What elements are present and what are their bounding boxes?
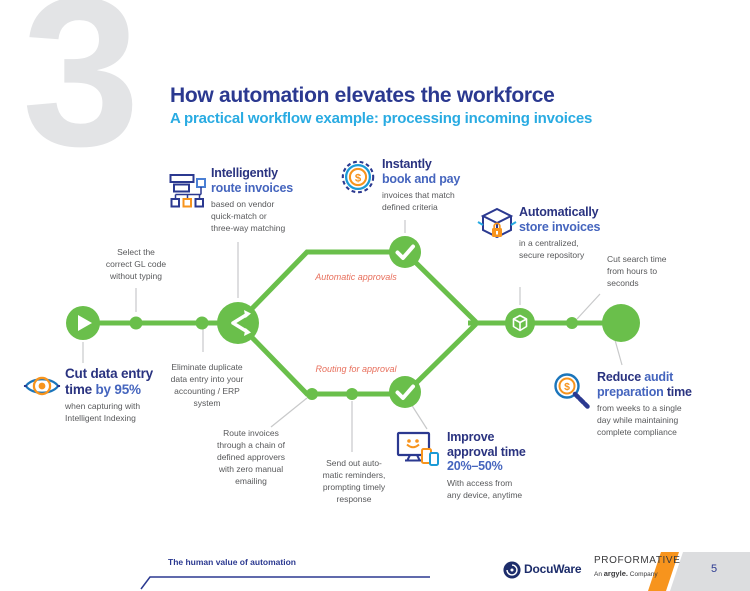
note-search-time: Cut search time from hours to seconds [607,254,667,289]
branch-node [217,302,259,344]
callout-heading-accent: route invoices [211,180,293,195]
secure-box-icon [477,206,517,246]
heading-part: time [65,381,96,397]
callout-improve-approval: Improve approval time 20%–50% With acces… [447,430,557,501]
callout-heading: Automatically [519,205,599,219]
step-dot [306,388,318,400]
note-approver-chain: Route invoices through a chain of define… [216,428,286,487]
magnifier-dollar-icon: $ [551,372,593,414]
callout-body: from weeks to a single day while maintai… [597,403,682,438]
callout-reduce-audit: Reduce audit preparation time from weeks… [597,370,737,438]
devices-icon [396,430,440,472]
callout-body: based on vendor quick-match or three-way… [211,199,286,234]
split-icon [231,310,251,336]
callout-heading-line2: time by 95% [65,382,190,398]
footer-rule [140,576,430,590]
heading-part: time [666,384,692,399]
chapter-number: 3 [22,0,140,190]
callout-heading-accent: book and pay [382,171,461,186]
step-dot [129,316,143,330]
callout-route-invoices: Intelligently route invoices based on ve… [211,166,326,234]
eye-icon [22,367,62,405]
callout-heading-accent: store invoices [519,219,601,234]
callout-body: when capturing with Intelligent Indexing [65,401,141,424]
callout-heading-accent: 20%–50% [447,459,503,473]
page-title: How automation elevates the workforce [170,84,555,107]
path-label-routing: Routing for approval [315,364,397,374]
approve-node-bottom [389,376,421,408]
flow-nodes [66,236,640,408]
docuware-logo-icon [503,561,521,579]
callout-heading-line2: approval time [447,444,526,459]
callout-body: invoices that match defined criteria [382,190,455,213]
callout-heading: Instantly [382,157,432,171]
heading-part: Reduce [597,370,645,384]
accent-stripe [648,552,679,591]
callout-body: With access from any device, anytime [447,477,523,500]
subline-suffix: Company [627,571,658,578]
note-gl-code: Select the correct GL code without typin… [105,247,167,282]
heading-part-accent: by 95% [95,381,142,397]
org-chart-icon [167,170,207,210]
page-subtitle: A practical workflow example: processing… [170,110,593,127]
dollar-glyph: $ [355,172,362,184]
proformative-subline: An argyle. Company [594,569,658,578]
step-dot [566,317,578,329]
path-label-automatic: Automatic approvals [315,272,397,282]
play-icon [78,315,92,331]
heading-part-accent: audit [644,370,674,384]
callout-heading: Cut data entry [65,366,153,381]
approve-node-top [389,236,421,268]
coin-dollar-icon: $ [339,158,377,196]
callout-body: in a centralized, secure repository [519,238,585,261]
page-number-tab [670,552,750,591]
step-dot [195,316,209,330]
step-dot [346,388,358,400]
heading-part-accent: preparation [597,384,667,399]
footer-tagline: The human value of automation [168,557,296,567]
callout-book-and-pay: Instantly book and pay invoices that mat… [382,157,492,213]
callout-heading: Intelligently [211,166,278,180]
callout-heading-line2: preparation time [597,385,737,400]
docuware-wordmark: DocuWare [524,562,582,576]
check-icon [395,384,415,400]
page-number: 5 [710,563,718,575]
callout-store-invoices: Automatically store invoices in a centra… [519,205,644,261]
subline-prefix: An [594,571,604,578]
callout-heading-line1: Reduce audit [597,370,737,385]
argyle-wordmark: argyle. [603,569,628,578]
dollar-glyph: $ [564,381,570,393]
end-node [602,304,640,342]
callout-heading: Improve [447,430,495,444]
check-icon [395,244,415,260]
callout-cut-data-entry: Cut data entry time by 95% when capturin… [65,366,190,424]
cube-icon [512,314,528,332]
note-duplicate-entry: Eliminate duplicate data entry into your… [170,362,244,409]
proformative-wordmark: PROFORMATIVE [594,555,681,566]
note-reminders: Send out auto- matic reminders, promptin… [322,458,386,505]
leader-lines [82,220,623,452]
